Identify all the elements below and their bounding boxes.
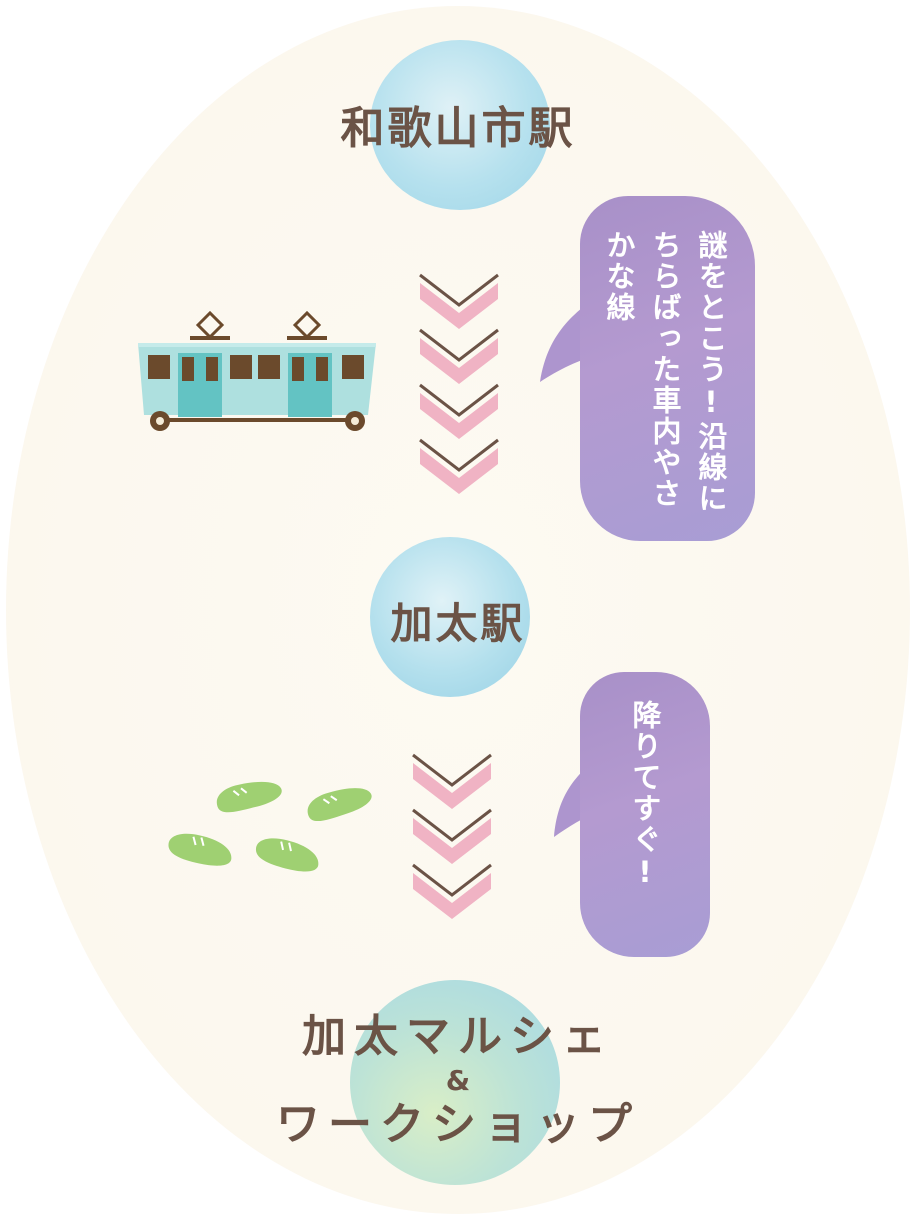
chevron-down-icon xyxy=(412,753,492,809)
chevron-down-icon xyxy=(419,273,499,329)
chevron-down-icon-group xyxy=(412,753,492,919)
watercolor-blob xyxy=(370,40,550,210)
chevron-down-icon xyxy=(419,438,499,494)
watercolor-blob xyxy=(370,537,530,697)
ride-note: 謎をとこう!沿線にちらばった車内やさかな線 xyxy=(596,230,734,520)
speech-bubble xyxy=(580,672,710,957)
footprints-icon xyxy=(168,781,372,872)
chevron-down-icon xyxy=(412,863,492,919)
shoe-icon xyxy=(216,781,282,813)
stop-station-label: 加太駅 xyxy=(390,599,526,648)
train-icon xyxy=(138,310,376,431)
ride-note-line: 謎をとこう! xyxy=(694,230,728,421)
chevron-down-icon xyxy=(412,808,492,864)
walk-note: 降りてすぐ! xyxy=(628,700,662,891)
origin-station-label: 和歌山市駅 xyxy=(340,103,576,154)
ride-note-line: 車内やさかな線 xyxy=(602,230,682,509)
destination-ampersand: & xyxy=(445,1064,471,1097)
speech-bubble xyxy=(580,196,755,541)
shoe-icon xyxy=(168,833,232,866)
shoe-icon xyxy=(256,838,319,872)
destination-line-2: ワークショップ xyxy=(276,1099,640,1150)
ride-note-line: 沿線にちらばった xyxy=(648,230,728,514)
destination-line-1: 加太マルシェ xyxy=(302,1011,614,1062)
shoe-icon xyxy=(307,788,372,822)
chevron-down-icon xyxy=(419,383,499,439)
destination-label: 加太マルシェ & ワークショップ xyxy=(0,1010,916,1152)
chevron-down-icon xyxy=(419,328,499,384)
chevron-down-icon-group xyxy=(419,273,499,494)
watercolor-blob xyxy=(350,980,560,1185)
